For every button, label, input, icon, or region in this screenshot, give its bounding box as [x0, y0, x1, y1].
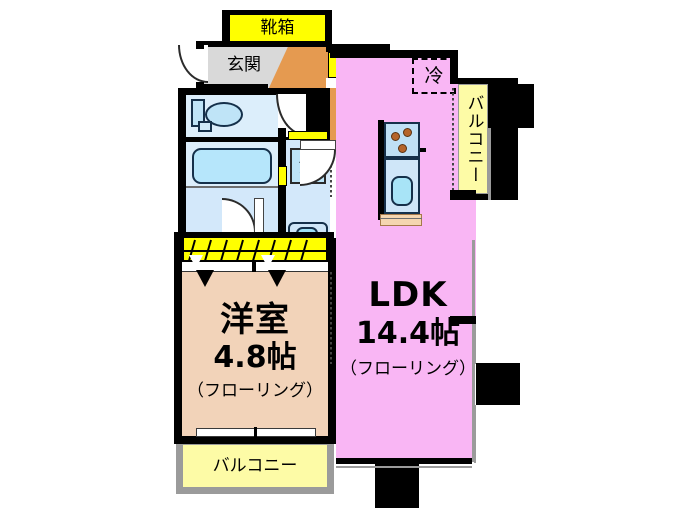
- closet-open-marker-left: [189, 255, 214, 287]
- wall-kitchen-right-stub: [420, 148, 426, 152]
- wall-storage-top: [326, 44, 388, 52]
- bedroom-flooring-label: （フローリング）: [187, 380, 323, 401]
- wall-ldk-bottom: [336, 458, 472, 464]
- balcony-south: [182, 444, 328, 488]
- ldk-name-label: LDK: [368, 275, 448, 315]
- bedroom-window-mullion: [254, 427, 257, 438]
- toilet-base: [198, 121, 212, 132]
- balcony-south-wall-left: [176, 444, 182, 494]
- ldk-east-bay: [450, 200, 476, 320]
- kitchen-sink: [391, 176, 413, 206]
- kitchen-floor-mat: [380, 214, 422, 226]
- bedroom-ldk-partition: [330, 272, 332, 364]
- closet-open-marker-right: [261, 255, 286, 287]
- wall-kitchen-left: [378, 120, 384, 220]
- balcony-south-label: バルコニー: [212, 455, 298, 476]
- wall-bedroom-right: [328, 238, 336, 442]
- closet-rod-icon: [182, 236, 328, 262]
- structural-column-se: [476, 363, 520, 405]
- ldk-east-edge-lower: [474, 320, 476, 364]
- front-door-jamb-bottom: [196, 82, 204, 88]
- structural-column-south: [375, 462, 419, 508]
- washroom-shelf: [288, 131, 328, 140]
- wall-ldk-east-mid: [450, 190, 476, 200]
- balcony-east-label: バルコニー: [463, 94, 484, 184]
- stove-burner-1: [391, 132, 400, 141]
- ldk-size-label: 14.4帖: [355, 316, 461, 351]
- shoe-box-label: 靴箱: [260, 17, 295, 38]
- ldk-door-panel: [300, 140, 336, 150]
- bathroom-divider: [186, 186, 278, 188]
- ldk-flooring-label: （フローリング）: [340, 358, 476, 379]
- kitchen-mat-line: [380, 218, 422, 219]
- ldk-main: [336, 240, 472, 462]
- bedroom-name-label: 洋室: [220, 300, 290, 340]
- front-door-jamb-top: [196, 44, 204, 49]
- balcony-south-wall-right: [328, 444, 334, 494]
- balcony-east: [458, 84, 488, 194]
- bedroom-size-label: 4.8帖: [213, 340, 297, 375]
- washroom-niche: [278, 166, 287, 186]
- shoe-box-box: [230, 15, 325, 41]
- bathroom-door-panel: [254, 198, 264, 234]
- ldk-east-edge-bottom: [474, 405, 476, 463]
- wall-ldk-east-top: [450, 58, 458, 84]
- entrance-label: 玄関: [227, 55, 261, 75]
- wall-ldk-top: [330, 50, 458, 58]
- closet-door-split: [252, 262, 256, 272]
- ldk-east-edge: [472, 240, 475, 462]
- ldk-east-window: [452, 88, 454, 192]
- washroom-door-track: [330, 145, 332, 197]
- balcony-east-edge: [488, 128, 491, 200]
- bathtub: [192, 148, 272, 184]
- structural-column-ne: [488, 84, 534, 128]
- wall-ldk-east-lower: [450, 316, 476, 324]
- wall-bedroom-bottom: [174, 436, 336, 444]
- stove-burner-3: [398, 144, 407, 153]
- ldk-bottom-edge: [336, 466, 472, 468]
- wall-bedroom-left: [174, 242, 182, 442]
- balcony-south-wall-bottom: [176, 488, 334, 494]
- stove-burner-2: [403, 128, 412, 137]
